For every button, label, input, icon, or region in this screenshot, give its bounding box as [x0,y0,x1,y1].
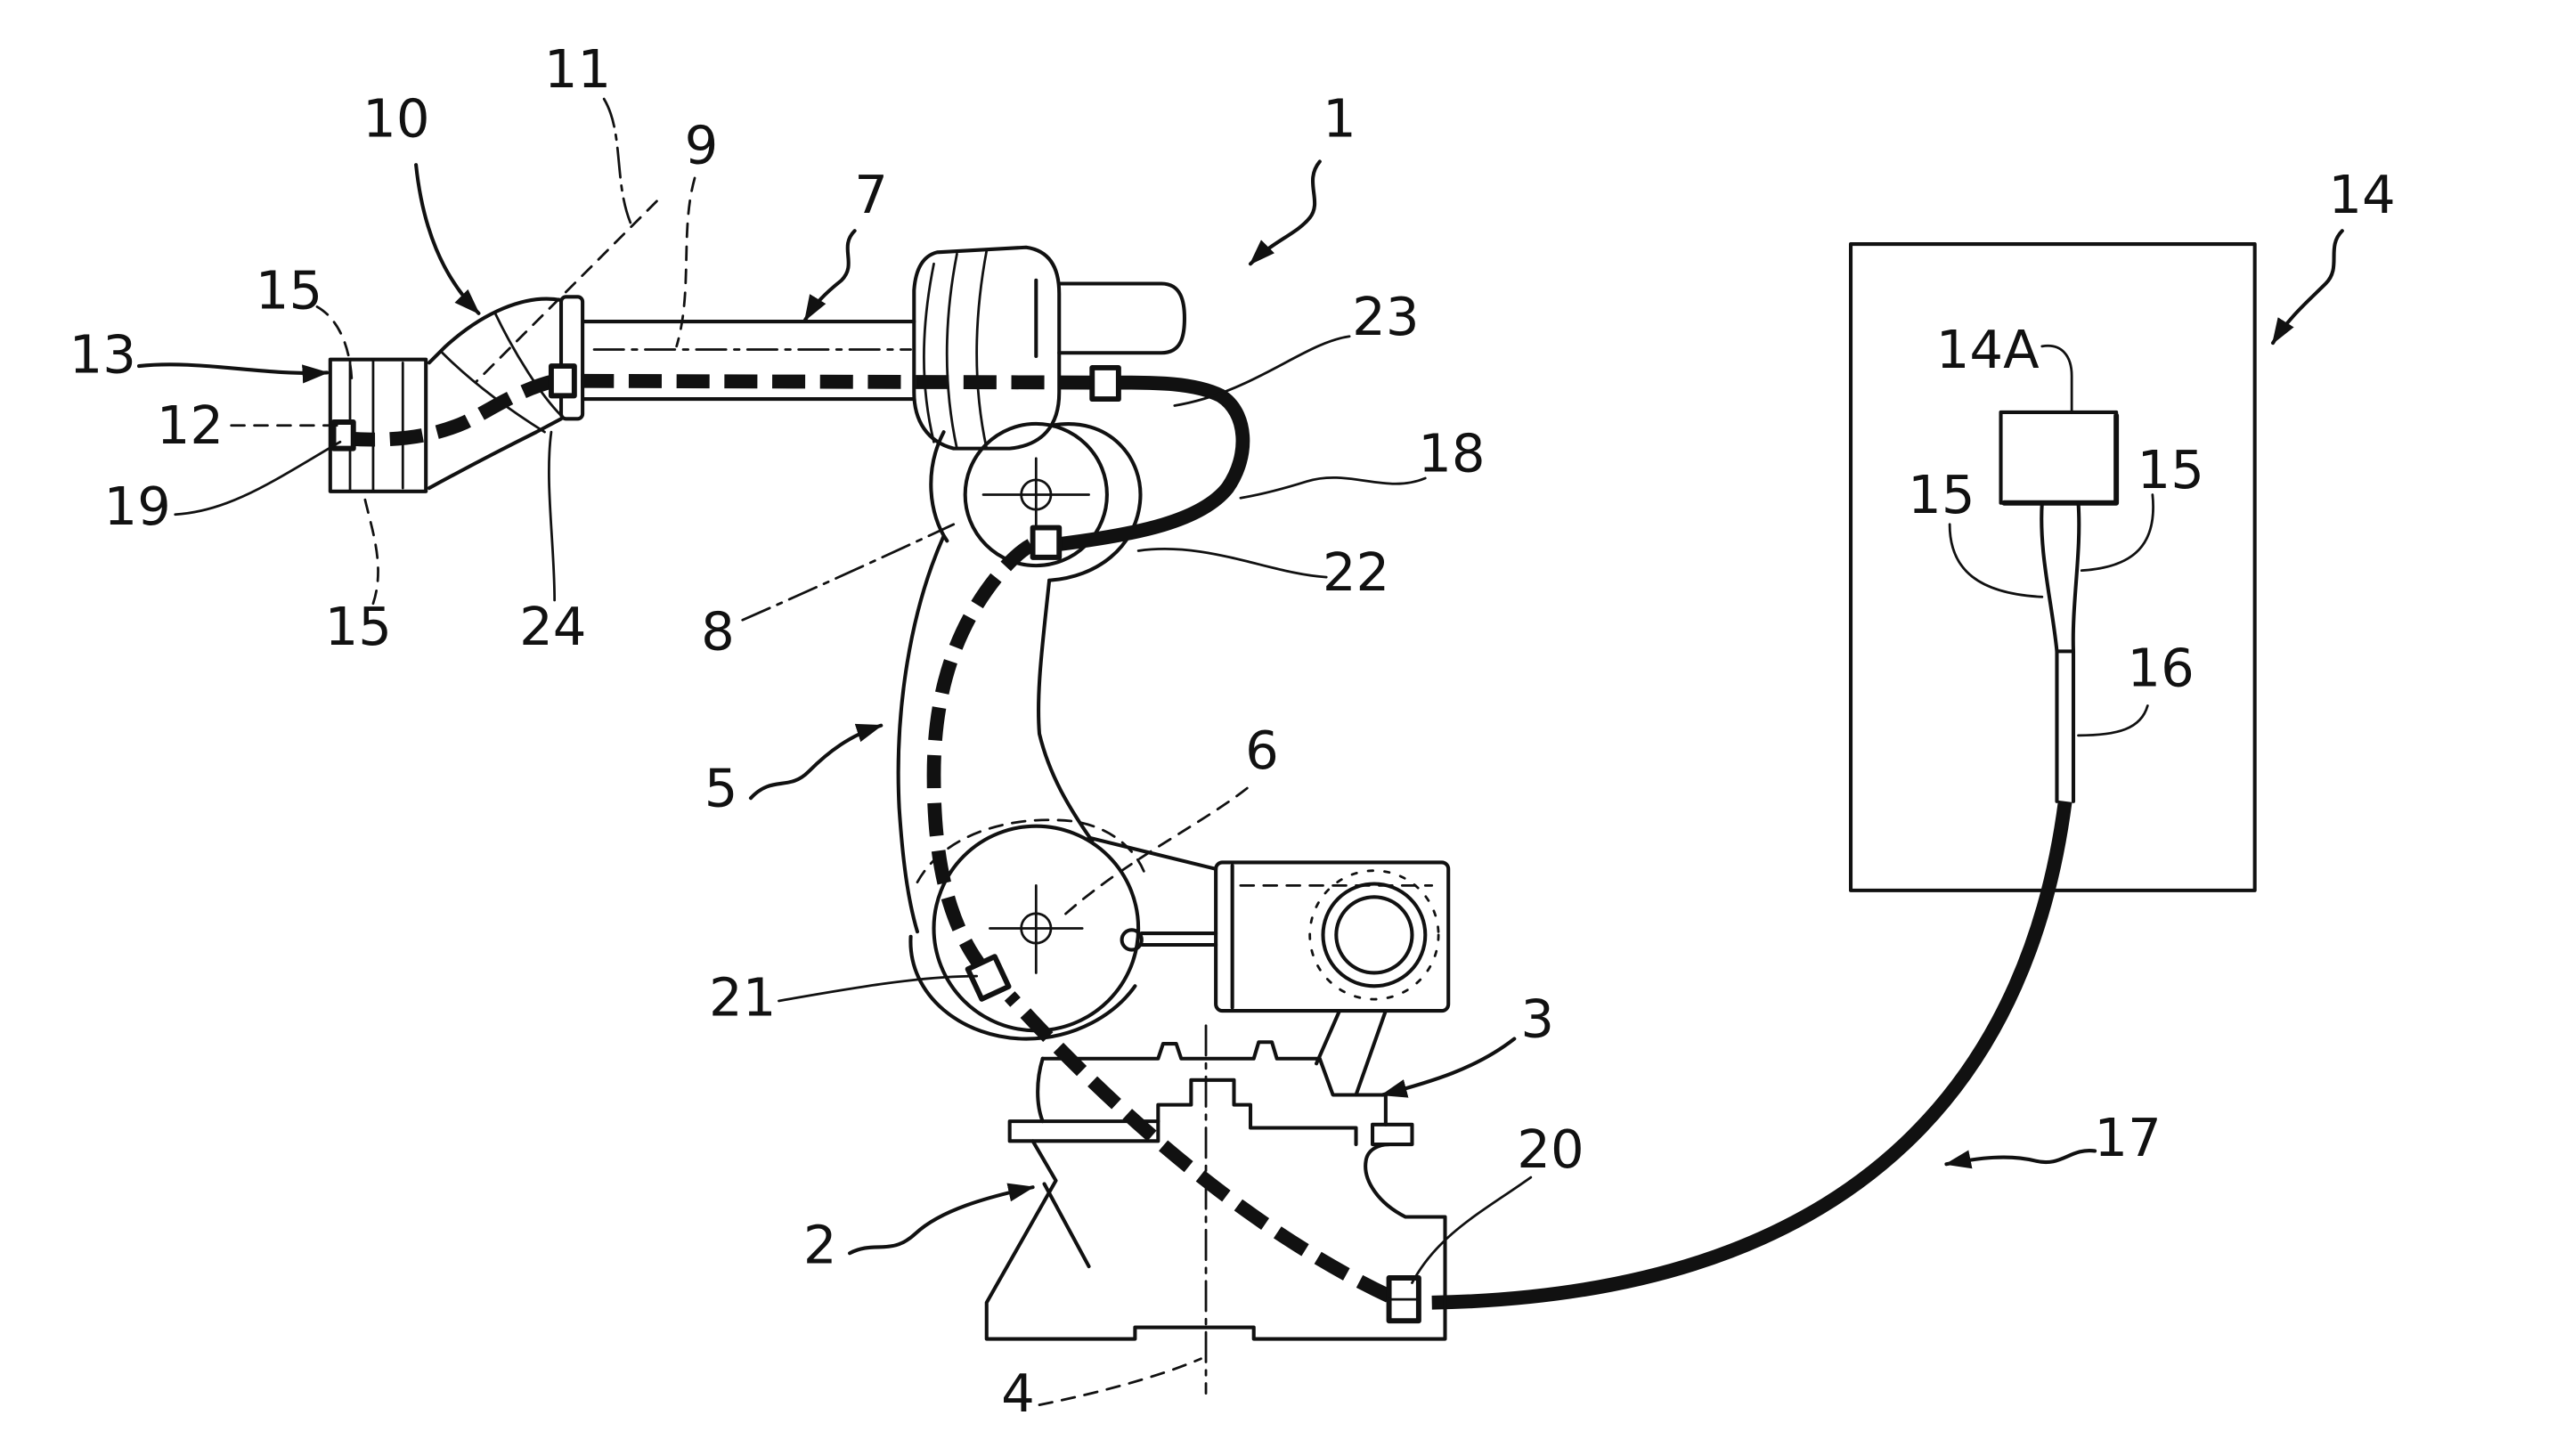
leader-6 [1064,788,1248,915]
reference-label-10: 10 [362,88,429,150]
base-flange-right [1372,1125,1412,1144]
cable-upper-arm-section [574,381,1092,383]
reference-label-22: 22 [1323,541,1389,603]
housing-flange-lines [924,250,986,448]
reference-labels: 1 2 3 4 5 6 7 8 9 10 11 12 13 14 14A 15 … [69,38,2396,1424]
turntable-block [1158,1080,1356,1144]
wrist-motor-cylinder [1059,283,1185,353]
clamp-22 [1033,528,1060,557]
control-unit-box [2001,412,2117,503]
reference-label-15-wrist-bottom: 15 [325,596,392,657]
leader-3 [1382,1039,1514,1095]
reference-label-19: 19 [103,476,170,537]
base-rib [1045,1184,1089,1266]
leader-22 [1138,549,1326,577]
upper-arm-front-flange [561,297,582,419]
tool-flange-rings [350,360,403,492]
leader-18 [1241,477,1425,498]
leader-1 [1250,161,1320,264]
upper-joint-left-contour [931,432,947,541]
leader-8 [743,525,954,620]
leader-7 [805,231,855,320]
lower-arm-bottom-contour [910,937,1135,1039]
drive-motor [1089,838,1449,1095]
reference-label-23: 23 [1352,286,1419,347]
lower-arm-right-edge [1038,581,1092,842]
clamp-24 [551,366,574,395]
reference-label-1: 1 [1323,88,1356,150]
leader-15-unit-right [2081,494,2153,570]
controller-cabinet [1851,244,2255,891]
upper-joint-right-contour [1049,424,1140,581]
leader-11 [604,99,631,223]
wrist-inner-lines [443,313,561,432]
reference-label-12: 12 [157,395,224,456]
connectors [334,366,1419,1321]
robot-base [987,1121,1445,1338]
cable-lower-arm-section [934,544,1033,970]
clamp-23 [1092,368,1119,399]
reference-label-15-unit-right: 15 [2138,439,2204,500]
external-cable [1432,801,2065,1303]
leader-15-wrist-bottom [363,492,379,604]
leader-2 [850,1187,1033,1253]
leader-24 [549,432,554,600]
wrist [330,201,657,492]
control-unit-shadow [2004,416,2116,503]
leader-10 [416,165,478,313]
cable-loop-18 [1059,383,1242,544]
leader-14A [2042,346,2072,412]
reference-label-16: 16 [2127,637,2194,698]
upper-joint-crosshair [983,459,1089,531]
leader-17 [1946,1151,2095,1164]
reference-label-7: 7 [854,164,888,225]
leader-13 [139,364,327,373]
motor-shaft-circle [1336,897,1412,972]
reference-label-17: 17 [2094,1107,2161,1168]
link-rod [1142,933,1216,945]
leader-15-unit-left [1950,525,2042,597]
motor-bolt-circle [1310,871,1438,999]
cable-sheath-16 [2056,651,2073,801]
internal-cable [346,381,1388,1297]
reference-label-14: 14 [2328,164,2395,225]
reference-label-9: 9 [685,114,719,175]
motor-end-circle [1323,883,1425,986]
reference-label-21: 21 [709,967,776,1029]
cable-wrist-section [346,381,554,440]
leader-4 [1039,1359,1201,1405]
turntable-left [1038,1059,1043,1121]
reference-label-4: 4 [1001,1362,1035,1424]
leader-16 [2079,706,2148,736]
reference-label-20: 20 [1517,1118,1584,1180]
cable-base-section [1010,996,1389,1296]
reference-label-13: 13 [69,323,136,385]
reference-label-11: 11 [544,38,611,100]
reference-label-18: 18 [1418,423,1485,484]
controller-outline [1851,244,2255,891]
unit-wire-left [2041,503,2056,652]
reference-label-8: 8 [701,601,735,663]
base-outline [987,1141,1445,1338]
reference-label-14A: 14A [1936,319,2040,380]
reference-label-15-wrist-top: 15 [256,259,322,321]
lower-joint-crosshair [989,885,1082,972]
reference-label-24: 24 [519,596,586,657]
reference-label-6: 6 [1245,720,1279,781]
reference-label-15-unit-left: 15 [1908,464,1975,525]
wrist-top-contour [429,299,561,363]
upper-arm [561,248,1185,449]
reference-label-5: 5 [704,757,738,818]
leader-14 [2273,231,2342,343]
reference-label-2: 2 [803,1214,837,1275]
reference-label-3: 3 [1520,988,1554,1050]
unit-wire-right [2073,503,2080,652]
leader-5 [751,726,881,798]
leader-20 [1412,1177,1530,1283]
